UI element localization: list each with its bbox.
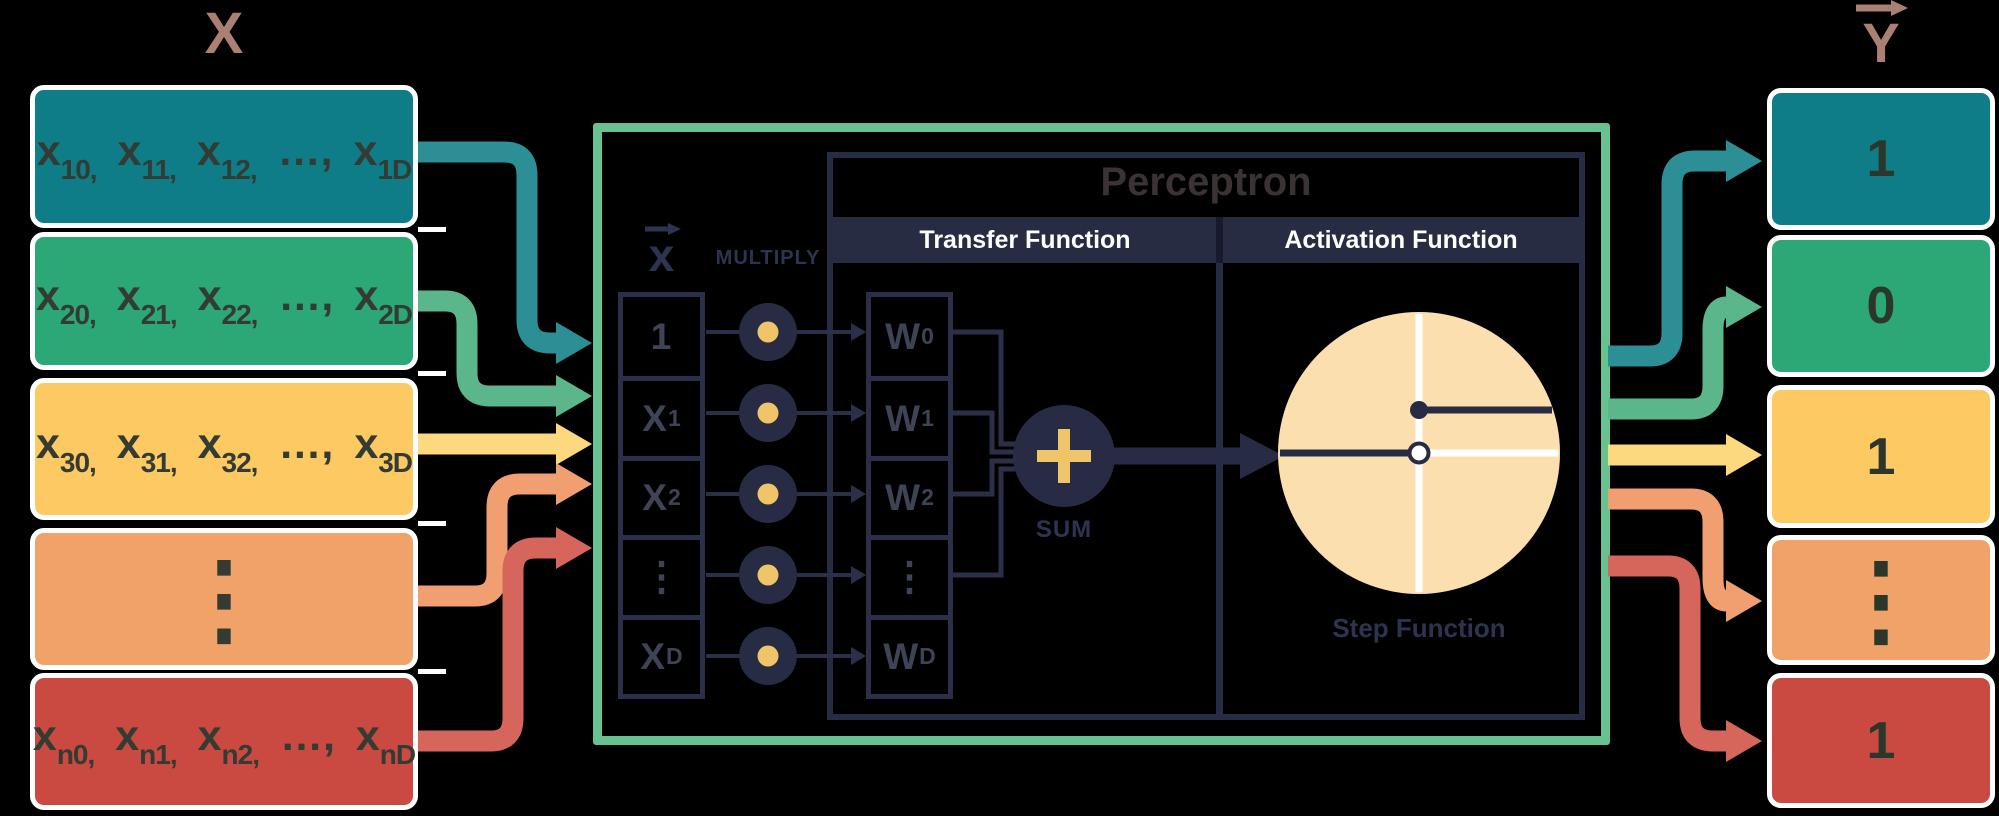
output-row-n: 1	[1767, 673, 1995, 808]
text-segment: …,	[279, 712, 335, 760]
output-row-ellipsis: ⋮	[1767, 535, 1995, 665]
input-flow-arrows	[418, 141, 592, 752]
text-segment: xn2,	[197, 712, 260, 770]
text-segment: x20,	[35, 271, 97, 330]
input-row-3-text: x30, x31, x32, …, x3D	[35, 419, 413, 479]
vector-cell: 1	[650, 315, 672, 357]
arrowhead-icon	[556, 322, 592, 364]
text-segment: x30,	[35, 419, 97, 478]
transfer-function-header: Transfer Function	[833, 217, 1217, 263]
step-function-caption: Step Function	[1332, 613, 1506, 643]
text-segment: x2D	[354, 271, 413, 330]
text-segment: x32,	[197, 419, 259, 478]
output-row-1: 1	[1767, 88, 1995, 230]
text-segment: x22,	[197, 271, 259, 330]
section-divider	[1216, 263, 1223, 717]
perceptron-title: Perceptron	[1100, 160, 1312, 204]
text-segment: x21,	[116, 271, 178, 330]
vector-arrow-icon	[1856, 0, 1908, 16]
separator-tick	[418, 371, 446, 376]
input-row-2-text: x20, x21, x22, …, x2D	[35, 271, 413, 331]
arrowhead-icon	[1726, 286, 1762, 328]
text-segment: x10,	[36, 127, 98, 185]
arrowhead-icon	[1726, 434, 1762, 476]
vertical-ellipsis: ⋮	[1831, 544, 1931, 656]
activation-function-header: Activation Function	[1223, 217, 1579, 263]
arrowhead-icon	[556, 375, 592, 417]
text-segment: …,	[278, 419, 334, 468]
arrowhead-icon	[556, 527, 592, 569]
vertical-ellipsis: ⋮	[174, 543, 274, 655]
output-vector-title: Y	[1767, 0, 1995, 74]
input-vector-label: x	[612, 222, 711, 278]
text-segment: x3D	[354, 419, 413, 478]
input-matrix-title: X	[204, 1, 244, 66]
sum-label: SUM	[1035, 516, 1093, 543]
output-row-3: 1	[1767, 385, 1995, 528]
perceptron-outer-frame	[593, 123, 1610, 745]
vector-arrow-icon	[644, 223, 681, 235]
text-segment: …,	[278, 271, 334, 320]
text-segment: xn0,	[32, 712, 95, 770]
input-row-1-text: x10, x11, x12, …, x1D	[36, 127, 413, 186]
input-row-1: x10, x11, x12, …, x1D	[30, 85, 418, 228]
input-row-n-text: xn0, xn1, xn2, …, xnD	[32, 712, 416, 771]
input-row-2: x20, x21, x22, …, x2D	[30, 232, 418, 370]
text-segment: x1D	[353, 127, 413, 185]
section-divider	[1216, 217, 1223, 263]
text-segment: x31,	[116, 419, 178, 478]
input-row-ellipsis: ⋮	[30, 528, 418, 670]
text-segment: …,	[277, 127, 333, 175]
separator-tick	[418, 669, 446, 674]
arrowhead-icon	[1726, 140, 1762, 182]
vector-cell-ellipsis: ⋮	[623, 535, 700, 614]
input-row-n: xn0, xn1, xn2, …, xnD	[30, 673, 418, 810]
output-flow-arrows	[1608, 140, 1762, 762]
separator-tick	[418, 521, 446, 526]
arrowhead-icon	[1726, 720, 1762, 762]
weight-cell-ellipsis: ⋮	[871, 535, 948, 614]
multiply-label: MULTIPLY	[715, 247, 821, 269]
arrowhead-icon	[556, 463, 592, 505]
arrowhead-icon	[556, 423, 592, 465]
text-segment: x12,	[196, 127, 258, 185]
output-vector-letter: Y	[1862, 11, 1900, 74]
output-row-2: 0	[1767, 235, 1995, 377]
input-row-3: x30, x31, x32, …, x3D	[30, 378, 418, 520]
arrowhead-icon	[1726, 580, 1762, 622]
text-segment: xnD	[355, 712, 416, 770]
text-segment: x11,	[117, 127, 177, 185]
separator-tick	[418, 227, 446, 232]
perceptron-inner-frame	[827, 152, 1585, 720]
plus-icon	[1037, 429, 1091, 483]
text-segment: xn1,	[115, 712, 177, 770]
